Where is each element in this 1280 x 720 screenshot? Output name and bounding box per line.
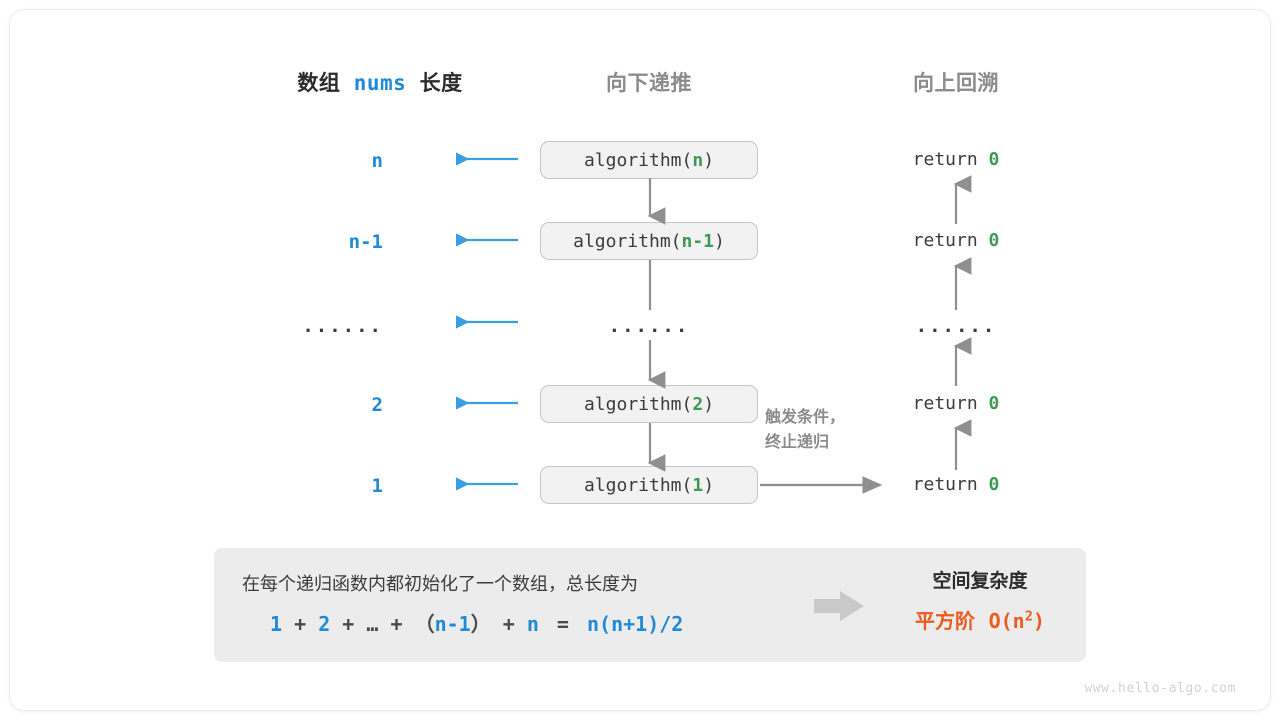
call-box-row-4[interactable]: algorithm(1) — [540, 466, 758, 504]
column-header-upward: 向上回溯 — [913, 72, 999, 95]
return-value-row-1: 0 — [988, 230, 1000, 251]
left-arrow-row-2 — [456, 315, 518, 329]
call-text-row-3: algorithm( — [583, 393, 693, 415]
return-value-row-3: 0 — [988, 393, 1000, 414]
return-label-row-4: return 0 — [876, 474, 1036, 495]
right-arrow-icon — [814, 591, 864, 621]
call-close-row-0: ) — [703, 149, 715, 171]
call-text-row-0: algorithm( — [583, 149, 693, 171]
return-value-row-0: 0 — [988, 149, 1000, 170]
call-arg-row-3: 2 — [692, 393, 704, 415]
transition-arrow-to-return — [760, 476, 883, 494]
summary-formula: 1 + 2 + … + （n-1） + n = n(n+1)/2 — [270, 608, 683, 637]
formula-term-5: n — [526, 612, 539, 636]
diagram-card: 数组 nums 长度 向下递推 向上回溯 n algorithm(n) retu… — [10, 10, 1270, 710]
length-label-row-1: n-1 — [348, 231, 383, 253]
length-label-row-4: 1 — [371, 475, 383, 497]
formula-paren-close: ） — [470, 612, 491, 636]
formula-op-4: + — [502, 612, 515, 636]
down-arrow-2-3 — [647, 340, 666, 389]
down-arrow-1-2 — [648, 260, 652, 310]
complexity-notation-exponent: 2 — [1024, 608, 1033, 625]
down-arrow-0-1 — [647, 178, 666, 225]
length-label-row-3: 2 — [371, 394, 383, 416]
up-arrow-1-0 — [953, 175, 972, 224]
call-text-row-1: algorithm( — [573, 230, 682, 252]
up-arrow-2-1 — [953, 257, 972, 310]
formula-term-4: n-1 — [434, 612, 471, 636]
termination-note: 触发条件， 终止递归 — [765, 406, 845, 456]
header-left-code: nums — [353, 71, 407, 95]
formula-ellipsis: … — [366, 612, 379, 636]
column-header-array-length: 数组 nums 长度 — [255, 67, 505, 97]
up-arrow-3-2 — [953, 337, 972, 386]
complexity-label: 平方阶 — [915, 611, 976, 633]
call-close-row-1: ) — [714, 230, 725, 252]
call-arg-row-1: n-1 — [681, 230, 715, 252]
return-label-row-0: return 0 — [876, 149, 1036, 170]
call-arg-row-0: n — [692, 149, 704, 171]
call-ellipsis-row-2: ······ — [608, 320, 690, 342]
return-label-row-1: return 0 — [876, 230, 1036, 251]
complexity-title: 空间复杂度 — [932, 571, 1028, 592]
call-box-row-1[interactable]: algorithm(n-1) — [540, 222, 758, 260]
left-arrow-row-0 — [456, 152, 518, 166]
left-arrow-row-1 — [456, 233, 518, 247]
call-box-row-0[interactable]: algorithm(n) — [540, 141, 758, 179]
formula-op-2: + — [342, 612, 355, 636]
call-box-row-3[interactable]: algorithm(2) — [540, 385, 758, 423]
header-left-prefix: 数组 — [297, 72, 341, 95]
return-keyword-row-4: return — [912, 474, 978, 495]
complexity-notation-close: ) — [1032, 609, 1045, 633]
call-text-row-4: algorithm( — [583, 474, 693, 496]
left-arrow-row-3 — [456, 396, 518, 410]
column-header-downward: 向下递推 — [606, 72, 692, 95]
left-arrow-row-4 — [456, 477, 518, 491]
summary-panel: 在每个递归函数内都初始化了一个数组，总长度为 1 + 2 + … + （n-1）… — [214, 548, 1086, 662]
formula-paren-open: （ — [414, 612, 435, 636]
return-keyword-row-0: return — [912, 149, 978, 170]
note-line-2: 终止递归 — [765, 433, 830, 451]
formula-term-2: 2 — [318, 612, 331, 636]
header-left-suffix: 长度 — [419, 72, 463, 95]
return-label-row-3: return 0 — [876, 393, 1036, 414]
return-value-row-4: 0 — [988, 474, 1000, 495]
complexity-notation-base: O(n — [988, 609, 1025, 633]
length-label-row-2: ······ — [302, 320, 383, 342]
call-close-row-3: ) — [703, 393, 715, 415]
complexity-value: 平方阶 O(n2) — [874, 605, 1086, 634]
watermark: www.hello-algo.com — [1084, 681, 1236, 696]
return-keyword-row-1: return — [912, 230, 978, 251]
formula-result: n(n+1)/2 — [587, 612, 684, 636]
up-arrow-4-3 — [953, 419, 972, 470]
return-keyword-row-3: return — [912, 393, 978, 414]
complexity-result: 空间复杂度 平方阶 O(n2) — [874, 566, 1086, 634]
return-ellipsis-row-2: ······ — [915, 320, 997, 342]
down-arrow-3-4 — [647, 423, 666, 472]
summary-description: 在每个递归函数内都初始化了一个数组，总长度为 — [242, 574, 638, 594]
formula-equals: = — [556, 612, 569, 636]
formula-op-3: + — [390, 612, 403, 636]
call-arg-row-4: 1 — [692, 474, 704, 496]
call-close-row-4: ) — [703, 474, 715, 496]
formula-op-1: + — [294, 612, 307, 636]
note-line-1: 触发条件， — [765, 409, 846, 426]
length-label-row-0: n — [371, 150, 383, 172]
formula-term-1: 1 — [270, 612, 283, 636]
